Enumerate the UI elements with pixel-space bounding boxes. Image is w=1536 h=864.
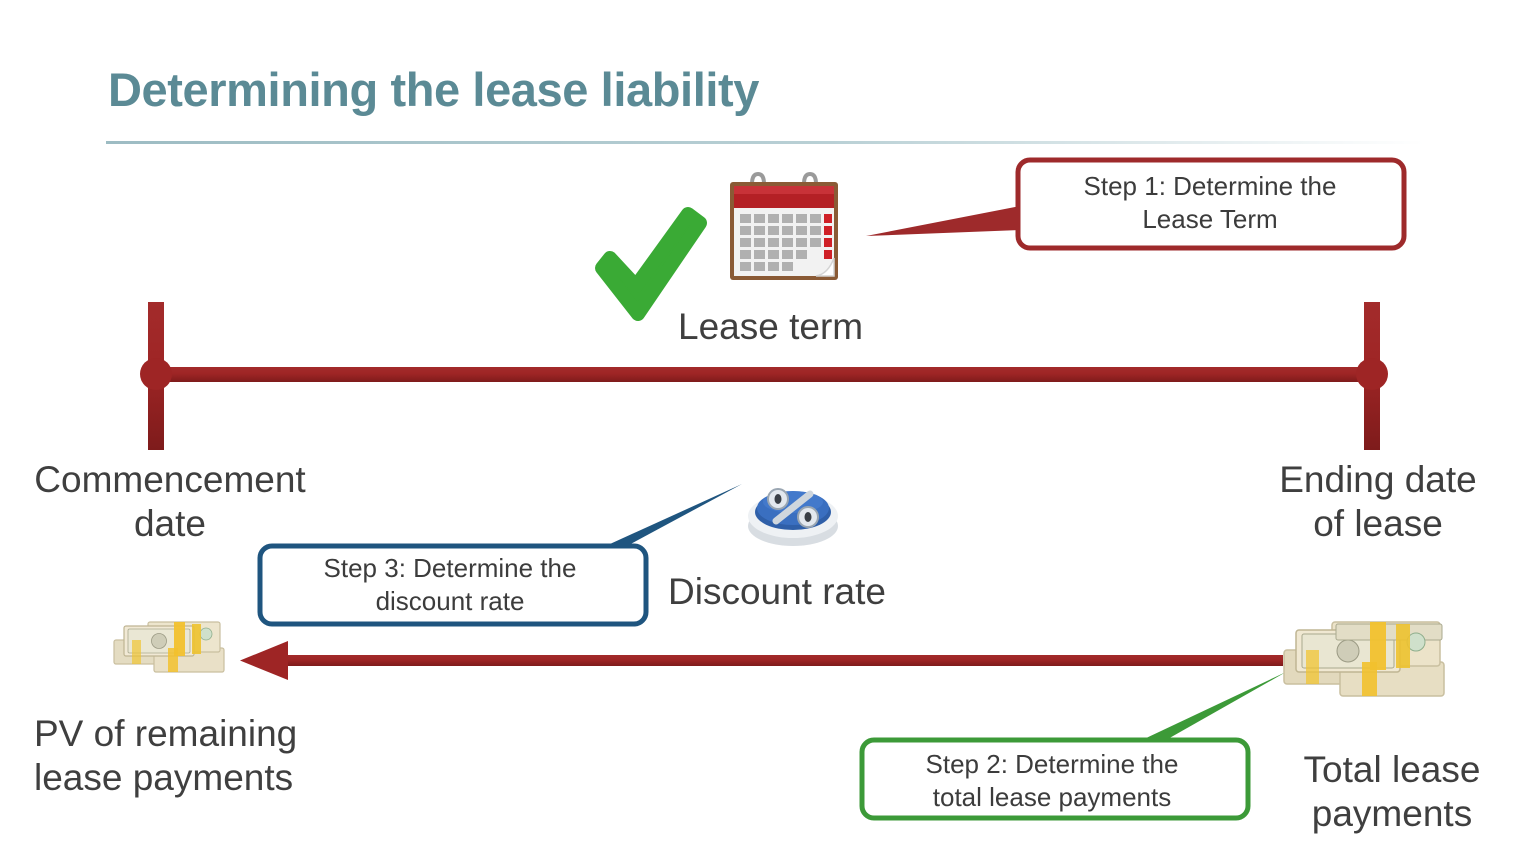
discount-rate-label: Discount rate bbox=[668, 571, 886, 612]
pv-arrow-head bbox=[240, 641, 288, 680]
timeline-bar bbox=[156, 367, 1372, 382]
pv-discount-arrow bbox=[240, 641, 1283, 680]
timeline-start-node bbox=[140, 358, 172, 390]
calendar-icon bbox=[716, 170, 848, 290]
callout-step-2[interactable] bbox=[859, 672, 1286, 821]
pv-remaining-label: PV of remaining lease payments bbox=[34, 713, 298, 798]
callout-step-1-label: Step 1: Determine the Lease Term bbox=[1083, 171, 1337, 234]
percent-badge-icon bbox=[738, 466, 848, 552]
callout-step-2-label: Step 2: Determine the total lease paymen… bbox=[925, 749, 1179, 812]
timeline-end-node bbox=[1356, 358, 1388, 390]
callout-step-2-tail bbox=[1142, 672, 1286, 740]
callout-step-3-label: Step 3: Determine the discount rate bbox=[323, 553, 577, 616]
commencement-date-label: Commencement date bbox=[34, 459, 306, 544]
callout-step-3-box[interactable] bbox=[257, 543, 649, 627]
callout-step-1[interactable] bbox=[866, 157, 1407, 251]
callout-step-1-tail bbox=[866, 206, 1020, 236]
callout-step-2-box[interactable] bbox=[859, 737, 1251, 821]
pv-arrow-shaft bbox=[258, 655, 1283, 666]
callout-step-3-tail bbox=[588, 484, 742, 554]
total-payments-label: Total lease payments bbox=[1303, 749, 1481, 834]
ending-date-label: Ending date of lease bbox=[1279, 459, 1477, 544]
money-stack-icon bbox=[110, 612, 232, 682]
callout-step-3[interactable] bbox=[257, 484, 742, 627]
callout-step-1-box[interactable] bbox=[1015, 157, 1407, 251]
page-title: Determining the lease liability bbox=[108, 63, 760, 116]
lease-term-timeline bbox=[140, 302, 1388, 450]
lease-term-label: Lease term bbox=[678, 306, 864, 347]
title-divider bbox=[106, 141, 1424, 144]
green-check-icon bbox=[588, 196, 708, 331]
money-stack-icon bbox=[1276, 608, 1456, 704]
